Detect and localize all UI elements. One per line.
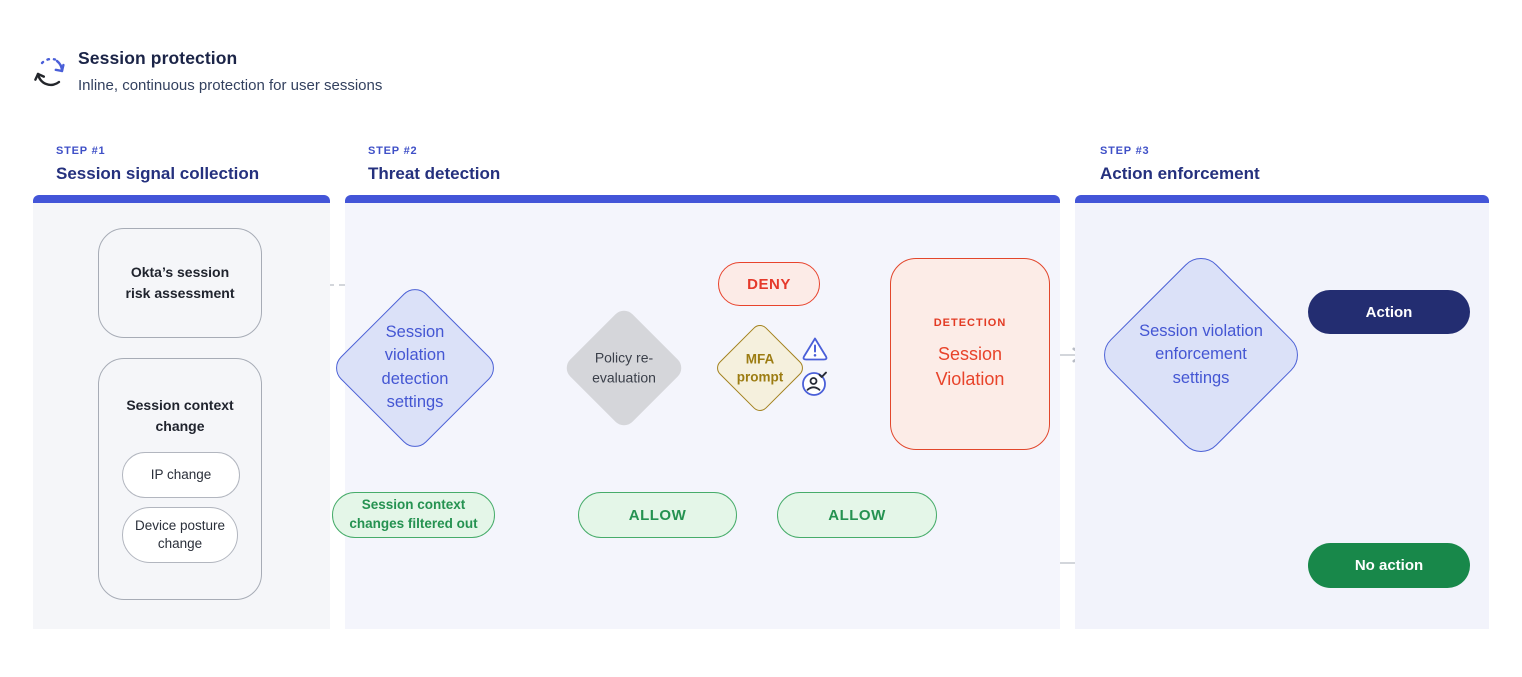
step2-label: STEP #2: [368, 145, 418, 157]
page-title: Session protection: [78, 48, 238, 68]
step1-title: Session signal collection: [56, 164, 260, 183]
policy-reevaluation-diamond: Policy re-evaluation: [561, 305, 687, 431]
detection-settings-label: Session violation detection settings: [381, 323, 449, 412]
panel1-accent-bar: [33, 195, 330, 203]
context-item-device-posture: Device posture change: [122, 507, 238, 563]
enforcement-settings-diamond[interactable]: Session violation enforcement settings: [1094, 248, 1308, 462]
cycle-refresh-icon: [31, 54, 69, 92]
step2-title: Threat detection: [368, 164, 501, 183]
mfa-prompt-diamond: MFA prompt: [713, 321, 807, 415]
step3-title: Action enforcement: [1100, 164, 1260, 183]
context-change-title: Session context change: [126, 397, 234, 434]
allow-pill-policy: ALLOW: [578, 492, 737, 538]
detection-settings-diamond[interactable]: Session violation detection settings: [329, 282, 501, 454]
detection-badge: DETECTION: [933, 317, 1007, 330]
warning-triangle-icon: [800, 335, 830, 363]
mfa-prompt-label: MFA prompt: [736, 351, 784, 384]
session-violation-title: Session Violation: [935, 344, 1005, 389]
context-change-box: Session context change IP change Device …: [98, 358, 262, 600]
step3-label: STEP #3: [1100, 145, 1150, 157]
enforcement-settings-label: Session violation enforcement settings: [1139, 321, 1263, 387]
context-item-ip-change: IP change: [122, 452, 240, 498]
allow-pill-mfa: ALLOW: [777, 492, 937, 538]
page-subtitle: Inline, continuous protection for user s…: [78, 77, 383, 94]
risk-assessment-box: Okta’s session risk assessment: [98, 228, 262, 338]
panel3-accent-bar: [1075, 195, 1489, 203]
action-pill: Action: [1308, 290, 1470, 334]
no-action-pill: No action: [1308, 543, 1470, 588]
user-verified-icon: [800, 368, 830, 398]
step1-label: STEP #1: [56, 145, 106, 157]
policy-reevaluation-label: Policy re-evaluation: [592, 349, 656, 385]
deny-pill: DENY: [718, 262, 820, 306]
session-violation-card: DETECTION Session Violation: [890, 258, 1050, 450]
filtered-out-pill: Session context changes filtered out: [332, 492, 495, 538]
panel2-accent-bar: [345, 195, 1060, 203]
